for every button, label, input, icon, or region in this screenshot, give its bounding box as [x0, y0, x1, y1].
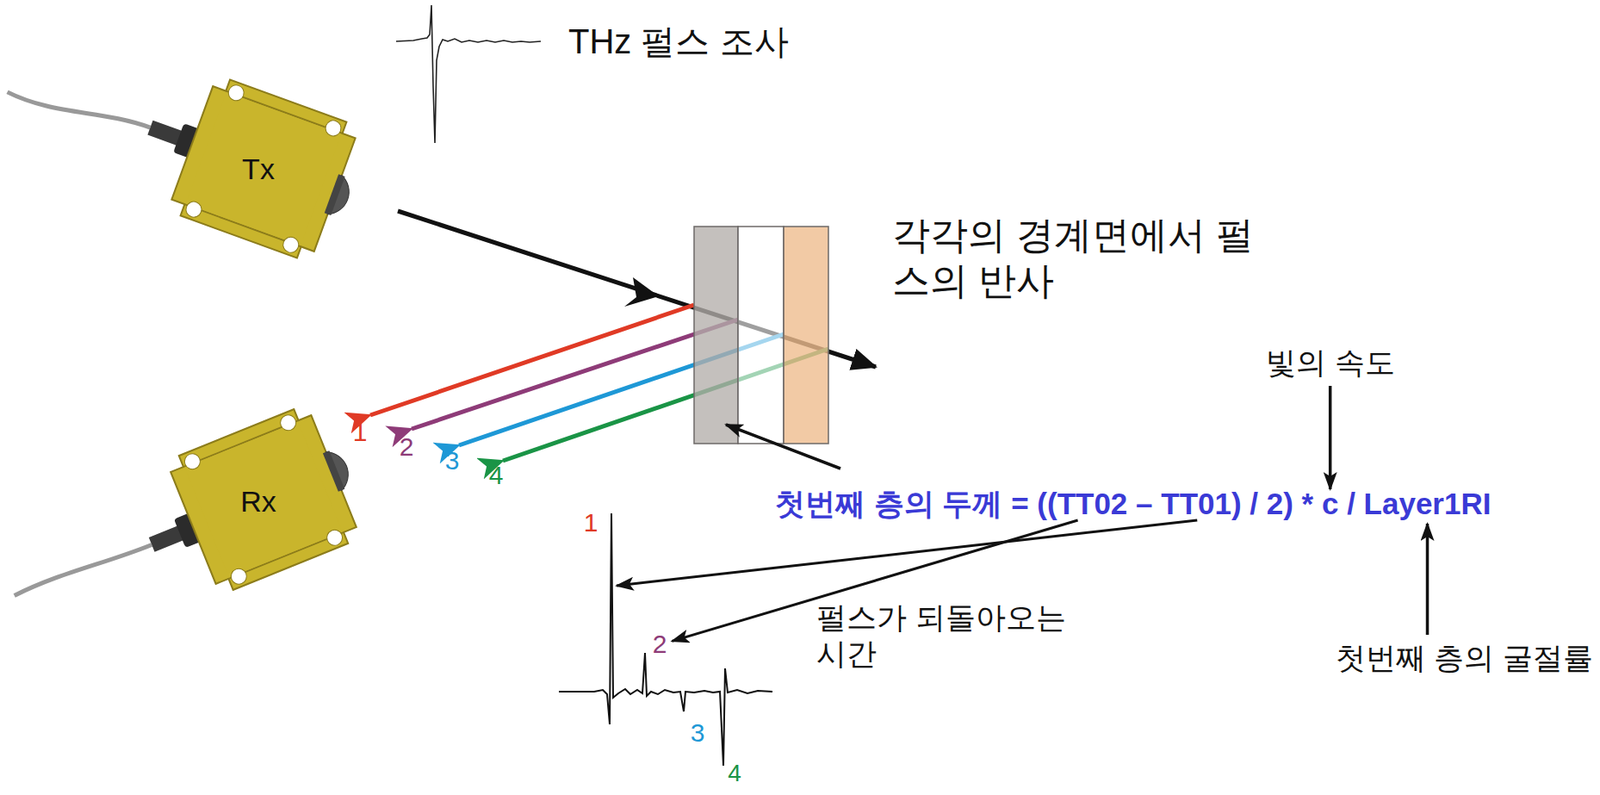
- peak-number: 4: [727, 758, 742, 788]
- device-body: Tx: [241, 152, 275, 187]
- return-time-note: 펄스가 되돌아오는 시간: [816, 599, 1075, 672]
- thz-pulse-waveform: [396, 5, 541, 143]
- rx-device: [0, 398, 374, 667]
- caption-text: THz 펄스 조사: [568, 20, 789, 63]
- callout-number: 4: [489, 459, 504, 491]
- peak-number: 2: [652, 628, 668, 660]
- speed-of-light-note: 빛의 속도: [1265, 344, 1396, 381]
- reflection-2: [411, 319, 738, 429]
- callout-number: 1: [353, 416, 368, 448]
- reflection-note: 각각의 경계면에서 펄스의 반사: [892, 212, 1272, 304]
- callout-number: 3: [445, 445, 460, 477]
- pointer-arrow: [1328, 385, 1333, 490]
- device-body: Rx: [240, 484, 277, 519]
- incident-arrowhead: [624, 277, 659, 307]
- layer-pointer: [725, 424, 841, 469]
- sample-layer-3: [783, 226, 829, 444]
- sample-layer-2: [737, 226, 784, 444]
- received-waveform: [558, 513, 773, 766]
- sample-layer-1: [694, 226, 738, 444]
- peak-number: 1: [583, 507, 599, 539]
- peak-number: 3: [690, 717, 706, 749]
- callout-number: 2: [399, 431, 415, 463]
- leader-line: [616, 520, 1197, 586]
- thickness-formula: 첫번째 층의 두께 = ((TT02 – TT01) / 2) * c / La…: [775, 485, 1491, 522]
- device-label: Tx: [241, 152, 275, 186]
- refractive-index-note: 첫번째 층의 굴절률: [1335, 639, 1594, 676]
- pointer-arrow: [1426, 523, 1430, 635]
- tx-device: [0, 9, 373, 267]
- reflection-1: [370, 304, 695, 416]
- device-label: Rx: [240, 484, 277, 518]
